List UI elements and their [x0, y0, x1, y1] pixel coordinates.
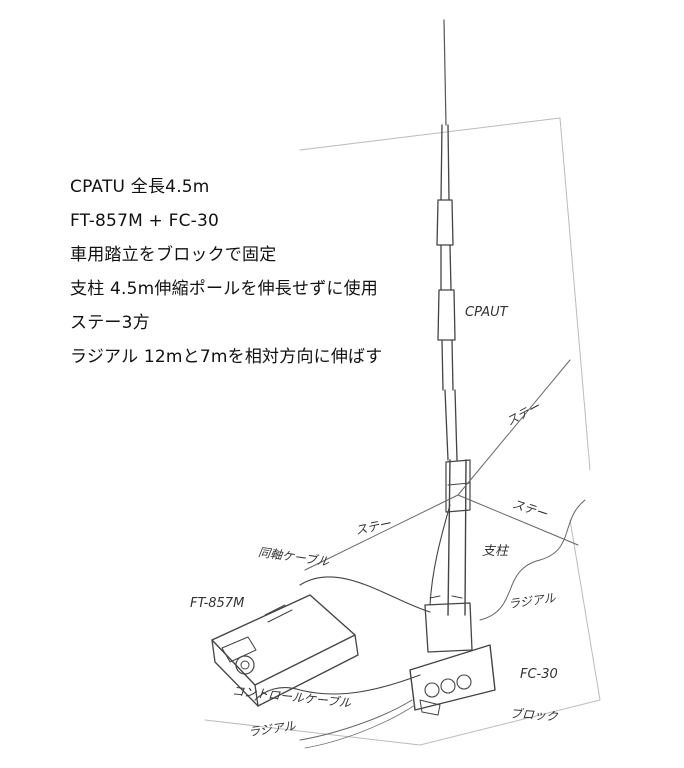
- antenna-whip: [443, 19, 447, 126]
- label-antenna: CPAUT: [465, 305, 508, 320]
- stay-right-upper: [457, 359, 571, 496]
- mount-block: [409, 644, 496, 711]
- coax-to-radio: [299, 576, 431, 613]
- antenna-coil-1: [436, 199, 454, 246]
- stay-left: [304, 494, 459, 571]
- antenna-section-upper: [440, 124, 450, 201]
- antenna-section-mid: [440, 244, 452, 291]
- note-antenna-length: CPATU 全長4.5m: [70, 177, 210, 197]
- label-pole: 支柱: [482, 544, 509, 559]
- paper-edge: [204, 117, 601, 746]
- note-equipment: FT-857M + FC-30: [70, 211, 220, 231]
- note-radials: ラジアル 12mと7mを相対方向に伸ばす: [70, 347, 383, 367]
- note-stays: ステー3方: [70, 313, 150, 333]
- stay-right-lower: [457, 494, 579, 546]
- control-cable: [254, 674, 421, 701]
- radial-right-line: [479, 499, 586, 621]
- antenna-base-tube: [444, 389, 458, 461]
- antenna-section-lower: [441, 339, 454, 391]
- note-mount: 車用踏立をブロックで固定: [70, 245, 277, 265]
- label-tuner: FC-30: [520, 667, 558, 682]
- label-radio: FT-857M: [190, 596, 245, 611]
- notes-block: CPATU 全長4.5m FT-857M + FC-30 車用踏立をブロックで固…: [70, 170, 382, 374]
- antenna-coil-2: [437, 289, 456, 341]
- note-pole: 支柱 4.5m伸縮ポールを伸長せずに使用: [70, 279, 378, 299]
- label-block: ブロック: [509, 706, 559, 724]
- radial-left-line: [299, 699, 413, 741]
- coax-antenna: [429, 504, 451, 606]
- pole-clamp: [445, 459, 471, 513]
